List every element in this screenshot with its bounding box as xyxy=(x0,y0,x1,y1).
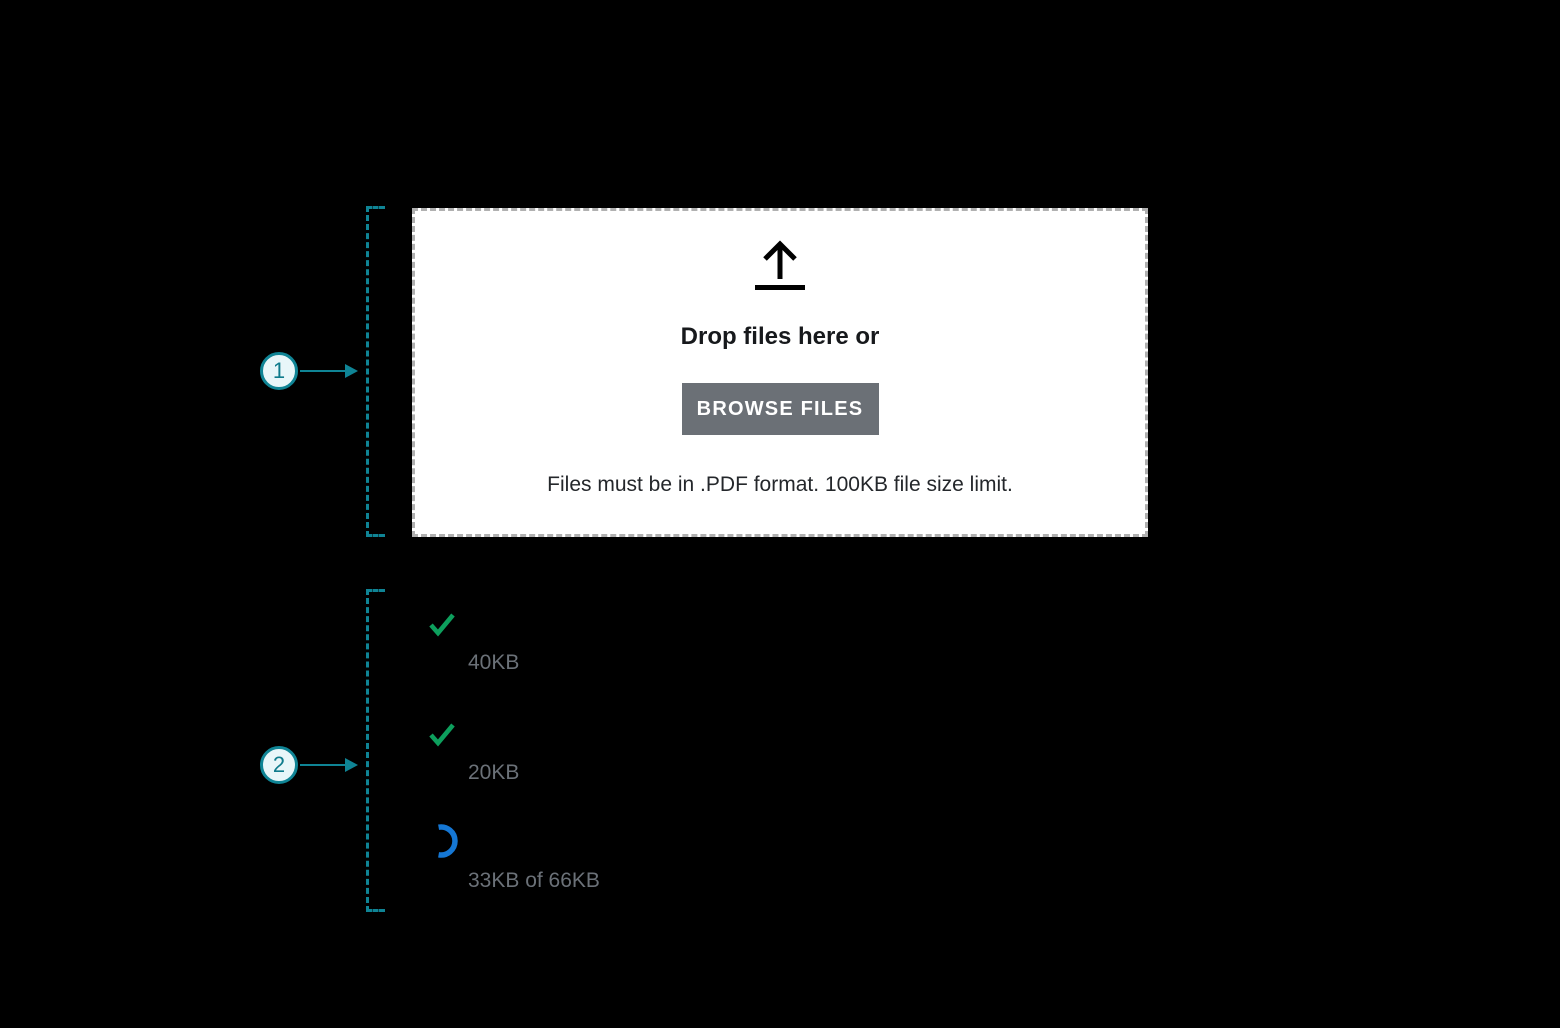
file-dropzone[interactable]: Drop files here or BROWSE FILES Files mu… xyxy=(412,208,1148,537)
upload-list-item: 40KB xyxy=(424,611,519,675)
callout-badge-2: 2 xyxy=(260,746,298,784)
annotation-bracket-upload-list xyxy=(366,589,385,912)
callout-number: 1 xyxy=(272,358,286,383)
callout-2-arrow-line xyxy=(300,764,346,766)
check-icon xyxy=(429,613,455,637)
check-icon xyxy=(429,723,455,747)
callout-2-arrow-head xyxy=(345,758,358,772)
callout-1-arrow-line xyxy=(300,370,346,372)
callout-badge-1: 1 xyxy=(260,352,298,390)
dropzone-format-note: Files must be in .PDF format. 100KB file… xyxy=(547,473,1013,497)
file-size-label: 40KB xyxy=(468,651,520,674)
upload-list-item: 33KB of 66KB xyxy=(424,824,600,893)
browse-files-button[interactable]: BROWSE FILES xyxy=(681,383,879,436)
upload-arrow-icon xyxy=(755,240,805,290)
dropzone-title: Drop files here or xyxy=(680,323,880,350)
upload-list-item: 20KB xyxy=(424,721,519,785)
upload-progress-label: 33KB of 66KB xyxy=(468,869,600,892)
callout-1-arrow-head xyxy=(345,364,358,378)
file-size-label: 20KB xyxy=(468,761,520,784)
spinner-icon xyxy=(438,824,458,858)
callout-number: 2 xyxy=(272,752,286,777)
annotation-bracket-dropzone xyxy=(366,206,385,537)
